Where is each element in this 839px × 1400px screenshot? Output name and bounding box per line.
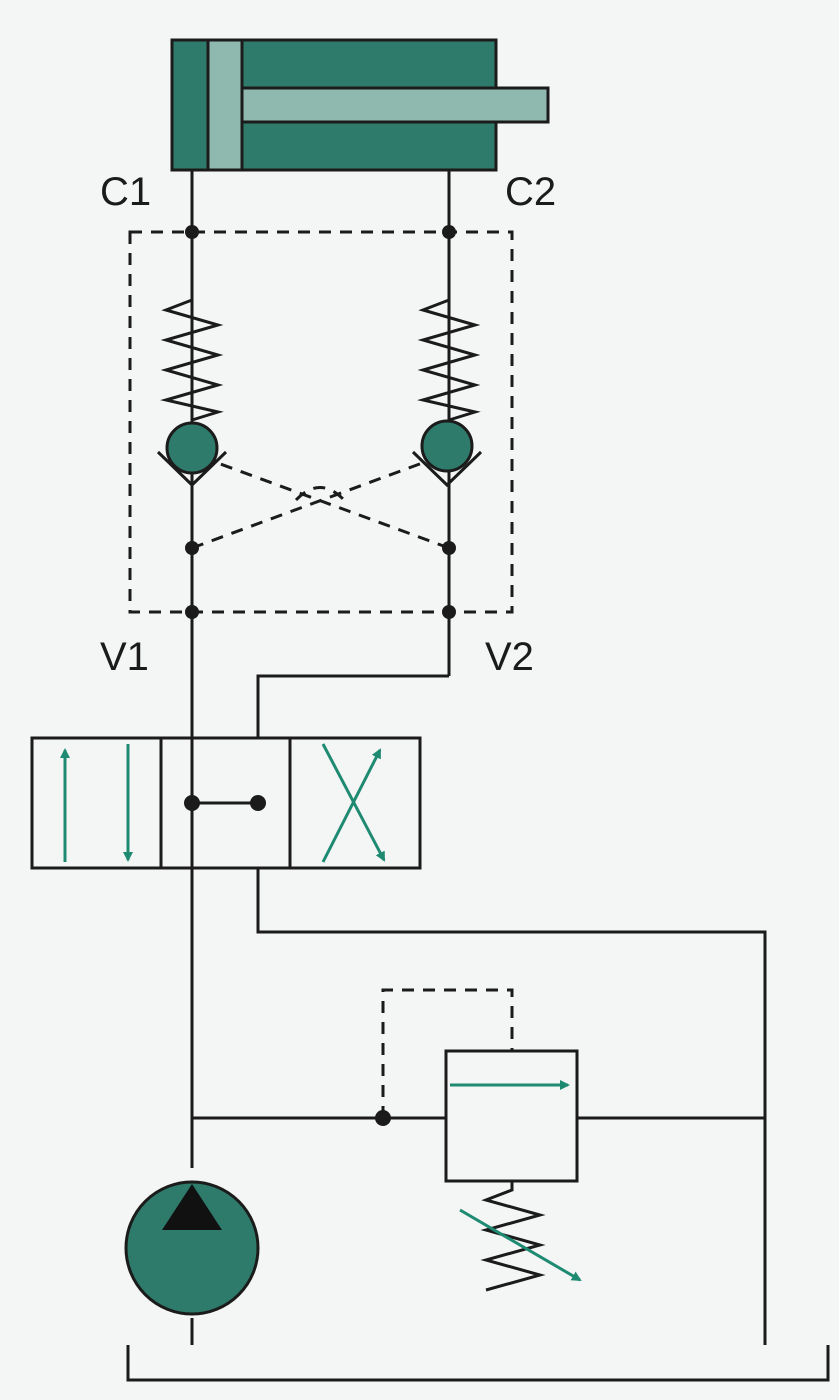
- check-seat-left: [156, 450, 228, 488]
- arrow-cross-icon: [321, 743, 386, 862]
- counterbalance-valve-block: [128, 230, 514, 614]
- check-seat-right: [411, 450, 483, 488]
- center-junction-dot: [250, 795, 266, 811]
- port-label-v1: V1: [100, 635, 149, 679]
- port-label-c1: C1: [100, 170, 151, 214]
- port-label-c2: C2: [505, 170, 556, 214]
- check-ball-right: [420, 419, 474, 473]
- check-ball-left: [165, 421, 219, 475]
- port-label-v2: V2: [485, 635, 534, 679]
- relief-valve: [192, 988, 765, 1292]
- spring-icon: [160, 298, 224, 422]
- cylinder-rod: [240, 86, 550, 124]
- arrow-cross-icon: [321, 748, 382, 863]
- hydraulic-pump: [124, 1180, 260, 1316]
- hydraulic-cylinder: [170, 38, 550, 172]
- adjustable-spring-icon: [480, 1181, 546, 1292]
- valve-body: [30, 736, 422, 870]
- junction-dots: [185, 225, 456, 619]
- cylinder-piston: [206, 38, 244, 172]
- directional-control-valve: [30, 736, 422, 870]
- center-junction-dot: [184, 795, 200, 811]
- check-valve-right: [411, 298, 483, 488]
- pressure-lines: [190, 170, 767, 1345]
- pilot-cross-lines: [191, 460, 450, 550]
- relief-pilot-line: [381, 988, 514, 1118]
- check-valve-left: [156, 298, 228, 488]
- spring-icon: [417, 298, 481, 422]
- pump-triangle-icon: [162, 1184, 222, 1230]
- pump-icon: [124, 1180, 260, 1316]
- reservoir-tank: [126, 1345, 830, 1382]
- adjust-arrow-icon: [459, 1208, 582, 1282]
